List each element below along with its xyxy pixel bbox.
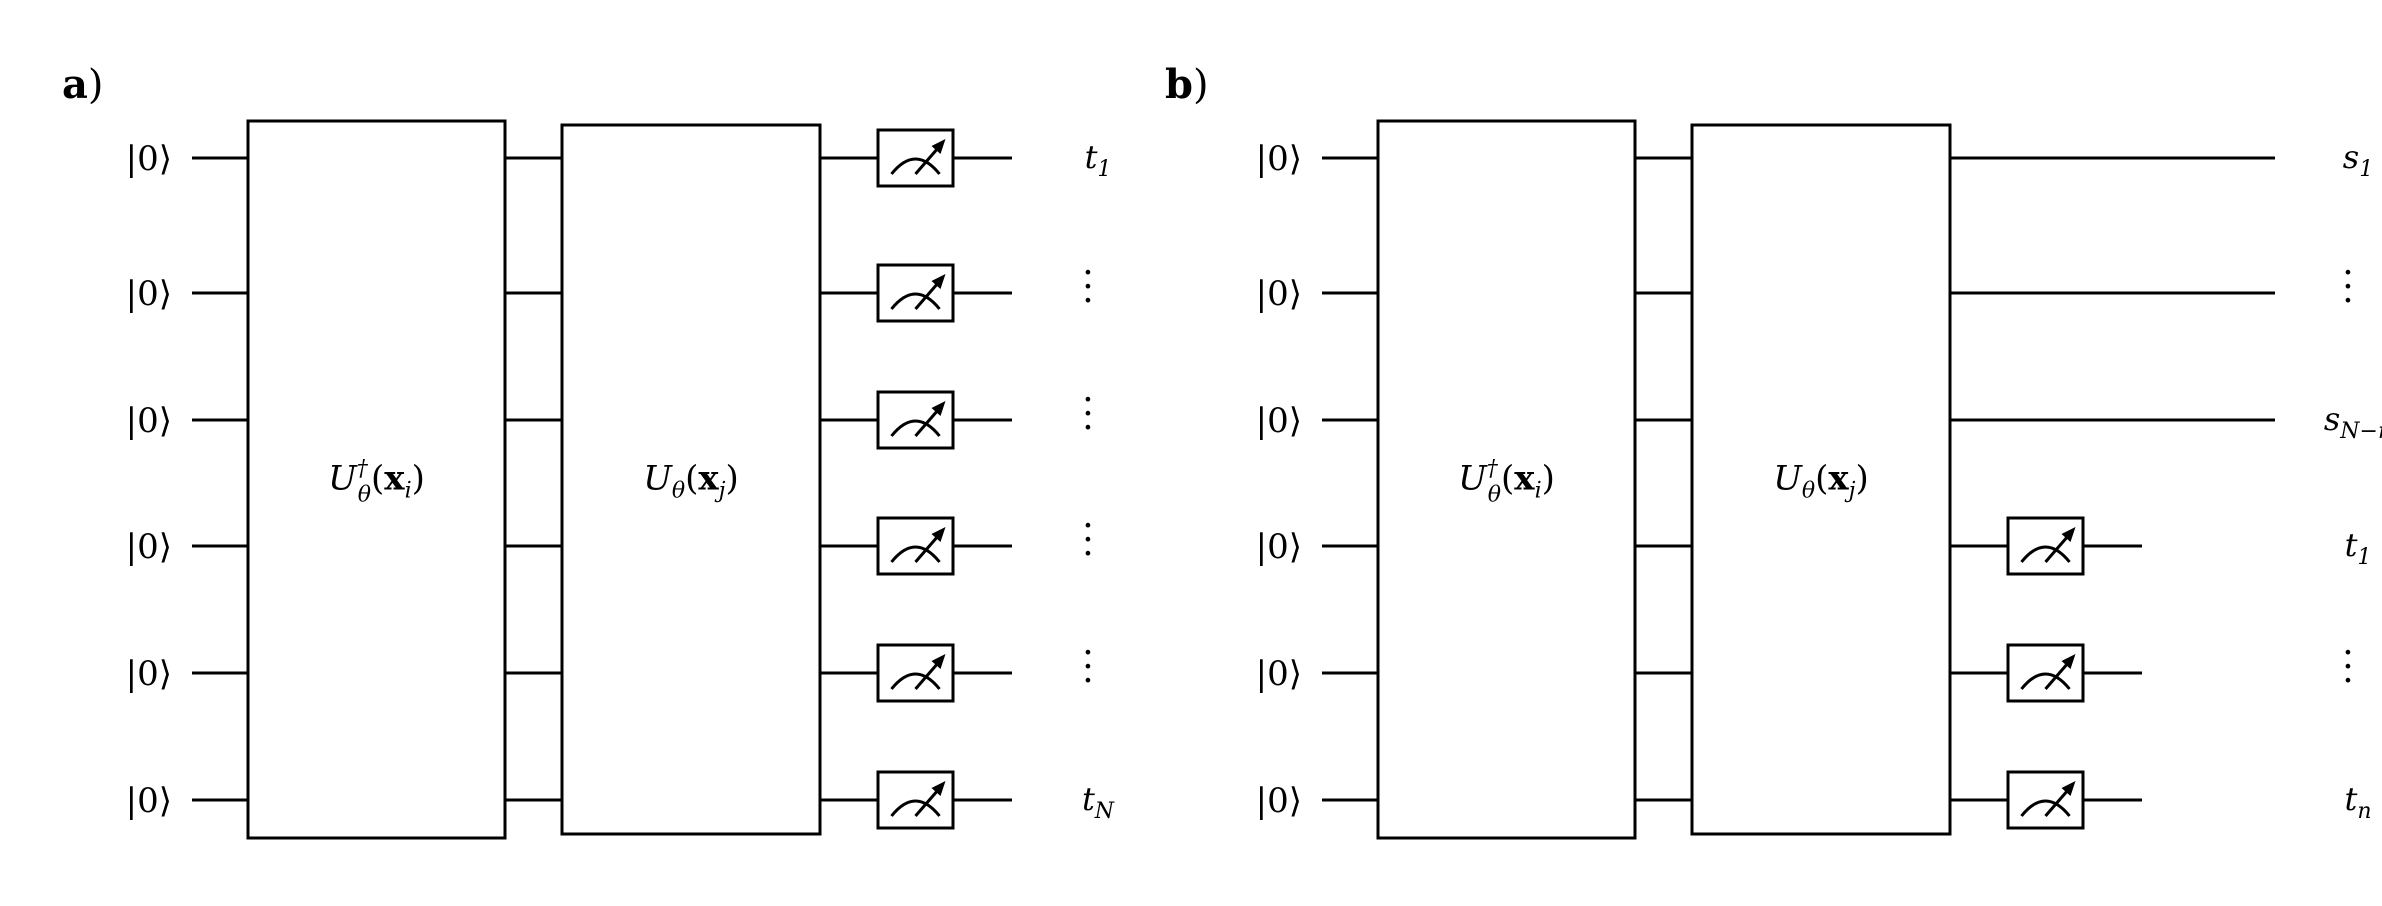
panel-label: b): [1165, 61, 1209, 108]
meter-arc: [890, 799, 941, 817]
measurement-meter-icon: [876, 263, 955, 323]
input-ket: |0⟩: [126, 139, 172, 179]
output-label: tn: [2344, 780, 2371, 824]
gate-u-box: [1690, 123, 1952, 836]
vertical-ellipsis: ···: [1082, 633, 1093, 702]
meter-arrowhead: [931, 139, 946, 154]
input-ket: |0⟩: [1256, 139, 1302, 179]
output-label: s1: [2343, 138, 2373, 182]
gate-u-dagger-box: [246, 119, 507, 840]
measurement-meter-icon: [2006, 770, 2085, 830]
input-ket: |0⟩: [126, 274, 172, 314]
output-label: t1: [2345, 526, 2372, 570]
output-label: t1: [1085, 138, 1112, 182]
meter-arc: [890, 157, 941, 175]
measurement-meter-icon: [876, 128, 955, 188]
measurement-meter-icon: [876, 643, 955, 703]
gate-u-box: [560, 123, 822, 836]
meter-arc: [890, 672, 941, 690]
gate-u-dagger-label: U†θ(xi): [1458, 457, 1555, 508]
vertical-ellipsis: ···: [2342, 633, 2353, 702]
input-ket: |0⟩: [1256, 781, 1302, 821]
meter-arc: [2020, 672, 2071, 690]
meter-arrowhead: [931, 654, 946, 669]
measurement-meter-icon: [876, 770, 955, 830]
meter-arc: [2020, 545, 2071, 563]
meter-arrowhead: [931, 274, 946, 289]
measurement-meter-icon: [2006, 643, 2085, 703]
meter-arc: [890, 545, 941, 563]
meter-arrowhead: [2061, 654, 2076, 669]
gate-u-label: Uθ(xj): [1773, 459, 1869, 504]
input-ket: |0⟩: [126, 401, 172, 441]
input-ket: |0⟩: [126, 654, 172, 694]
meter-arrowhead: [2061, 781, 2076, 796]
circuit-panel-a: a) |0⟩ t1 |0⟩ ··· |0⟩ ··· |0⟩ ··· |0⟩ ··· |0⟩ tN U†θ(…: [62, 61, 1115, 840]
vertical-ellipsis: ···: [2342, 253, 2353, 322]
meter-arrowhead: [931, 401, 946, 416]
measurement-meter-icon: [2006, 516, 2085, 576]
panel-letter: a: [62, 61, 88, 108]
meter-arc: [2020, 799, 2071, 817]
input-ket: |0⟩: [1256, 654, 1302, 694]
input-ket: |0⟩: [1256, 527, 1302, 567]
meter-arrowhead: [2061, 527, 2076, 542]
panel-label: a): [62, 61, 104, 108]
panel-letter: b: [1165, 61, 1193, 108]
input-ket: |0⟩: [1256, 401, 1302, 441]
vertical-ellipsis: ···: [1082, 253, 1093, 322]
output-label: tN: [1082, 780, 1115, 824]
meter-arrowhead: [931, 527, 946, 542]
circuit-panel-b: b) |0⟩ s1 |0⟩ ··· |0⟩ sN−n |0⟩ t1 |0⟩ ··· |0⟩ tn U†θ(…: [1165, 61, 2382, 840]
output-label: sN−n: [2324, 400, 2382, 444]
input-ket: |0⟩: [126, 527, 172, 567]
measurement-meter-icon: [876, 516, 955, 576]
measurement-meter-icon: [876, 390, 955, 450]
gate-u-label: Uθ(xj): [643, 459, 739, 504]
meter-box: [876, 516, 955, 576]
vertical-ellipsis: ···: [1082, 380, 1093, 449]
meter-arrowhead: [931, 781, 946, 796]
input-ket: |0⟩: [1256, 274, 1302, 314]
gate-u-dagger-box: [1376, 119, 1637, 840]
input-ket: |0⟩: [126, 781, 172, 821]
vertical-ellipsis: ···: [1082, 506, 1093, 575]
meter-arc: [890, 292, 941, 310]
meter-arc: [890, 419, 941, 437]
gate-u-dagger-label: U†θ(xi): [328, 457, 425, 508]
